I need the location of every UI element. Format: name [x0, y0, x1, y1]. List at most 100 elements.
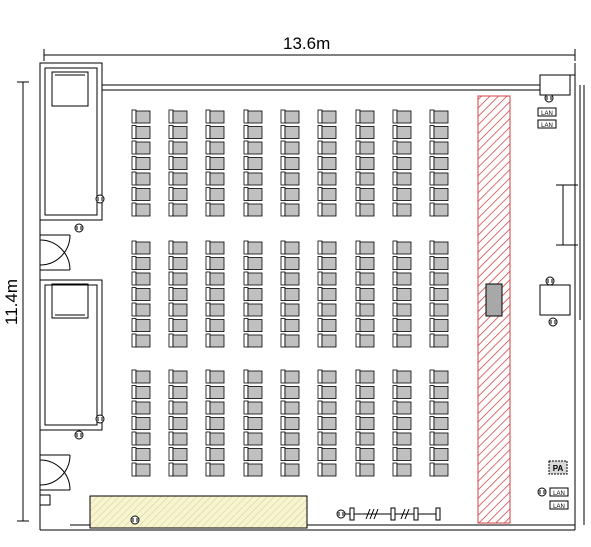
seat [205, 125, 225, 139]
seat [429, 302, 449, 317]
seat [392, 140, 412, 155]
seat [168, 271, 188, 286]
seat [243, 187, 263, 201]
seat [280, 187, 300, 201]
storage-room-top [39, 62, 103, 221]
seat [280, 416, 300, 430]
seat [205, 400, 225, 415]
svg-text:LAN: LAN [553, 491, 565, 497]
column-top-right [539, 74, 571, 96]
seat [392, 302, 412, 317]
seat [280, 171, 300, 186]
seat [317, 125, 337, 139]
power-outlet [74, 430, 84, 440]
seat [205, 416, 225, 430]
seat [205, 256, 225, 270]
seat [205, 431, 225, 446]
seat [205, 462, 225, 477]
seat [205, 287, 225, 301]
seat [392, 202, 412, 217]
seat [168, 140, 188, 155]
seat [355, 400, 375, 415]
seat [243, 287, 263, 301]
seat [168, 462, 188, 477]
seat [429, 462, 449, 477]
seat [392, 240, 412, 255]
power-outlet [544, 93, 554, 103]
seat [168, 431, 188, 446]
seat [317, 385, 337, 399]
seat [317, 416, 337, 430]
seat [131, 287, 151, 301]
seat [131, 140, 151, 155]
seat [280, 202, 300, 217]
seat [392, 109, 412, 124]
seat [168, 318, 188, 332]
seat [168, 256, 188, 270]
seat [131, 318, 151, 332]
seat [280, 431, 300, 446]
seat [280, 256, 300, 270]
seat [243, 256, 263, 270]
seat [317, 240, 337, 255]
seat [131, 256, 151, 270]
seat [131, 302, 151, 317]
power-outlet [336, 509, 346, 519]
seat [317, 369, 337, 384]
seat [205, 333, 225, 348]
seat [168, 187, 188, 201]
seat [392, 271, 412, 286]
seat [392, 171, 412, 186]
seat [392, 369, 412, 384]
seat [355, 416, 375, 430]
seat [355, 318, 375, 332]
seat [355, 369, 375, 384]
seat [355, 109, 375, 124]
height-label: 11.4m [2, 279, 21, 325]
seat [392, 125, 412, 139]
seat [317, 462, 337, 477]
seat [317, 302, 337, 317]
seat [429, 333, 449, 348]
seat [131, 400, 151, 415]
seat [429, 240, 449, 255]
seat [429, 369, 449, 384]
seat [355, 333, 375, 348]
seat [317, 318, 337, 332]
seat [392, 385, 412, 399]
seat [280, 385, 300, 399]
seat [205, 187, 225, 201]
lectern [485, 283, 503, 317]
seat [280, 369, 300, 384]
seat [131, 202, 151, 217]
power-outlet [95, 414, 105, 424]
seat [131, 240, 151, 255]
seat [429, 385, 449, 399]
seat [280, 240, 300, 255]
seat [131, 125, 151, 139]
seating-area [131, 109, 449, 477]
seat [317, 202, 337, 217]
corner-post [39, 494, 51, 506]
seat [205, 202, 225, 217]
seat [429, 416, 449, 430]
svg-text:LAN: LAN [541, 111, 553, 117]
seat [243, 369, 263, 384]
lan-port: LAN [549, 500, 569, 510]
seat [205, 140, 225, 155]
seat [131, 385, 151, 399]
seat [243, 140, 263, 155]
seat [168, 333, 188, 348]
door-left-bottom [39, 454, 71, 491]
seat [355, 140, 375, 155]
seat [429, 318, 449, 332]
seat [355, 240, 375, 255]
seat [429, 447, 449, 461]
lan-port: LAN [549, 487, 569, 497]
seat [243, 333, 263, 348]
lan-port: LAN [537, 119, 557, 129]
seat [429, 109, 449, 124]
seat [131, 187, 151, 201]
seat [317, 447, 337, 461]
